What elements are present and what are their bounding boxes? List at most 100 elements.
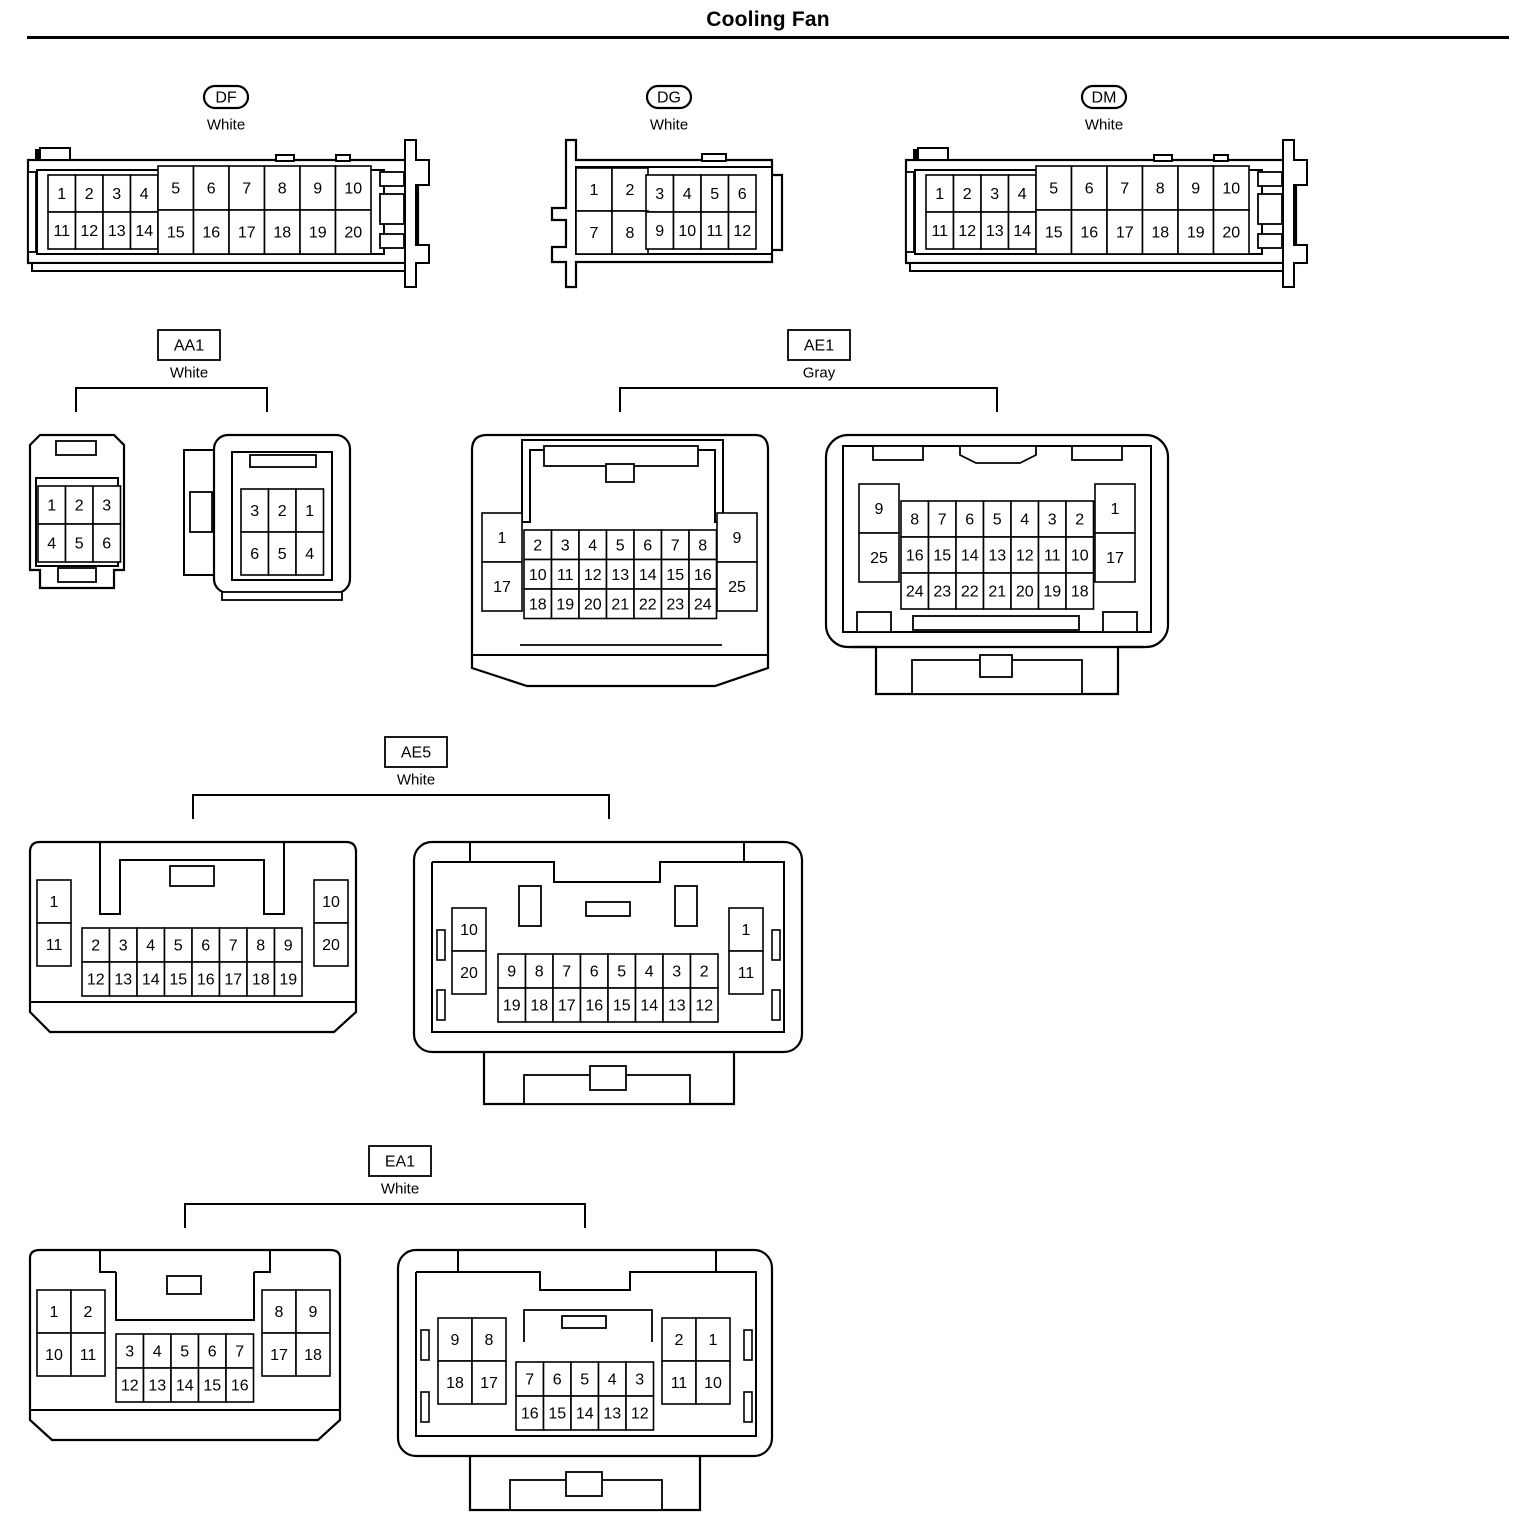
pin-cell (578, 588, 608, 620)
pin-label: 24 (694, 596, 712, 613)
pin-label: 5 (710, 186, 719, 203)
pin-label: 15 (933, 548, 951, 565)
pin-label: 16 (521, 1406, 539, 1423)
pin-label: 2 (91, 938, 100, 955)
housing-side (743, 1391, 753, 1423)
pin-label: 8 (535, 964, 544, 981)
housing-key (561, 1315, 607, 1329)
connector-color: White (170, 365, 208, 382)
pin-cell (129, 174, 159, 213)
pin-label: 10 (45, 1347, 63, 1364)
pin-cell (1010, 572, 1040, 610)
pin-cell (716, 561, 758, 612)
pin-label: 9 (733, 530, 742, 547)
pin-label: 18 (304, 1347, 322, 1364)
pin-label: 11 (1044, 548, 1061, 565)
pin-cell (625, 1395, 655, 1431)
pin-label: 2 (533, 537, 542, 554)
pin-cell (313, 922, 349, 967)
pin-cell (660, 558, 690, 590)
code-oval (1080, 84, 1128, 110)
pin-cell (1065, 572, 1095, 610)
pin-cell (334, 209, 372, 255)
pin-label: 5 (180, 1344, 189, 1361)
pin-cell (157, 209, 195, 255)
pin-label: 23 (666, 596, 684, 613)
connector-code: DG (657, 90, 681, 107)
pin-label: 20 (460, 965, 478, 982)
pin-label: 15 (666, 567, 684, 584)
pin-cell (633, 529, 663, 561)
pin-cell (700, 211, 730, 250)
pin-label: 6 (965, 512, 974, 529)
pin-label: 7 (1120, 181, 1129, 198)
pin-label: 9 (284, 938, 293, 955)
pin-cell (634, 987, 664, 1023)
housing-lock-tab (589, 1065, 627, 1091)
pin-label: 1 (590, 182, 599, 199)
pin-label: 18 (446, 1375, 464, 1392)
pin-label: 8 (278, 181, 287, 198)
pin-cell (662, 987, 692, 1023)
pin-label: 5 (616, 537, 625, 554)
pin-cell (273, 961, 303, 997)
pin-label: 7 (242, 181, 251, 198)
pin-label: 5 (617, 964, 626, 981)
pin-label: 3 (655, 186, 664, 203)
pin-label: 10 (1071, 548, 1089, 565)
pin-cell (36, 879, 72, 924)
pin-label: 13 (108, 223, 126, 240)
pin-label: 15 (203, 1378, 221, 1395)
pin-label: 12 (695, 998, 713, 1015)
pin-label: 4 (588, 537, 597, 554)
pin-cell (689, 987, 719, 1023)
housing-bottom-rail (909, 262, 1289, 272)
pin-cell (170, 1333, 200, 1369)
pin-label: 4 (645, 964, 654, 981)
housing-slot (856, 611, 892, 633)
pin-cell (36, 1289, 72, 1334)
pin-cell (661, 1360, 697, 1405)
pin-label: 6 (250, 546, 259, 563)
pin-cell (37, 523, 67, 563)
housing-window (1257, 193, 1283, 225)
pin-label: 14 (961, 548, 979, 565)
pin-cell (261, 1289, 297, 1334)
pin-label: 14 (639, 567, 657, 584)
pin-cell (451, 950, 487, 995)
pin-label: 15 (548, 1406, 566, 1423)
pin-label: 2 (963, 186, 972, 203)
housing-latch (55, 440, 97, 456)
pin-label: 13 (668, 998, 686, 1015)
pin-cell (192, 165, 230, 211)
pin-label: 14 (142, 972, 160, 989)
pin-cell (295, 1289, 331, 1334)
pin-cell (191, 961, 221, 997)
pin-label: 19 (503, 998, 521, 1015)
pin-cell (299, 209, 337, 255)
pin-column: 117 (1094, 483, 1136, 583)
connector-color: Gray (803, 365, 836, 382)
pin-cell (295, 531, 325, 576)
pin-cell (927, 536, 957, 574)
pin-label: 22 (639, 596, 657, 613)
pin-cell (578, 529, 608, 561)
housing-slot (518, 885, 542, 927)
pin-label: 17 (224, 972, 242, 989)
pin-label: 10 (704, 1375, 722, 1392)
pin-label: 3 (250, 503, 259, 520)
pin-label: 11 (46, 937, 63, 954)
pin-label: 9 (655, 223, 664, 240)
code-box (157, 329, 221, 361)
pin-cell (728, 950, 764, 995)
connector-code: AE5 (401, 745, 431, 762)
pin-label: 5 (174, 938, 183, 955)
pin-label: 2 (75, 498, 84, 515)
